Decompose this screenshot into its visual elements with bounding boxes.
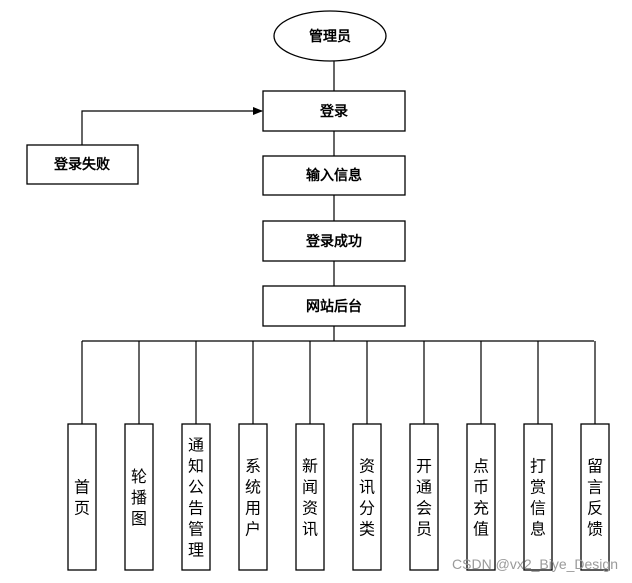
backend-box [262, 285, 406, 327]
login-box [262, 90, 406, 132]
admin-node [273, 10, 387, 62]
module-label: 留言反馈 [587, 457, 603, 539]
module-list: 首页 轮播图 通知公告管理 系统用户 新闻资讯 资讯分类 开通会员 点币充值 打赏信息 留言反馈 [67, 423, 610, 571]
backend-label: 网站后台 [306, 298, 362, 315]
input-info-box [262, 155, 406, 196]
input-info-label: 输入信息 [306, 167, 362, 184]
module-box [409, 423, 439, 571]
module-label: 首页 [74, 478, 90, 518]
module-box [523, 423, 553, 571]
module-connectors [81, 341, 596, 424]
module-box [124, 423, 154, 571]
module-label: 通知公告管理 [188, 436, 204, 560]
module-box [181, 423, 211, 571]
login-failed-arrow [81, 107, 263, 145]
module-box [295, 423, 325, 571]
module-label: 开通会员 [416, 457, 432, 539]
module-label: 点币充值 [473, 457, 489, 539]
module-label: 资讯分类 [359, 457, 375, 539]
login-success-label: 登录成功 [305, 233, 362, 250]
login-success-box [262, 220, 406, 262]
module-label: 新闻资讯 [302, 457, 318, 539]
login-failed-box [26, 144, 139, 185]
module-label: 轮播图 [131, 467, 147, 528]
watermark: CSDN @vx2_Biye_Design [452, 556, 618, 572]
module-label: 系统用户 [245, 457, 261, 539]
module-box [67, 423, 97, 571]
login-label: 登录 [319, 103, 348, 120]
module-box [238, 423, 268, 571]
module-box [580, 423, 610, 571]
module-box [466, 423, 496, 571]
module-label: 打赏信息 [530, 457, 546, 539]
login-failed-label: 登录失败 [53, 156, 111, 173]
module-box [352, 423, 382, 571]
admin-node-label: 管理员 [309, 28, 351, 45]
